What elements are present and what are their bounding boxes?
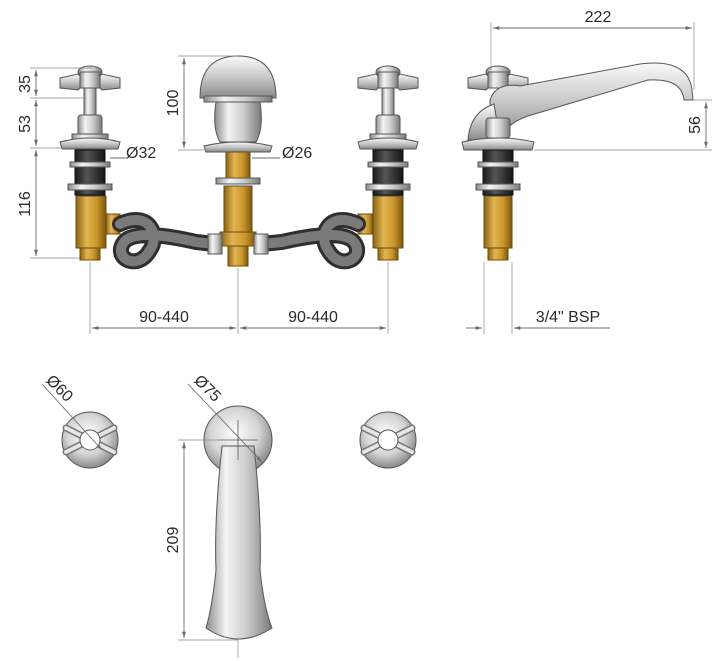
dimension-lines: [30, 22, 712, 658]
handle-diameter-label: Ø60: [42, 372, 75, 405]
shank-diameter-spout-label: Ø26: [282, 145, 312, 162]
spread-left-label: 90-440: [139, 309, 189, 326]
shank-diameter-left-label: Ø32: [126, 145, 156, 162]
shank-length-label: 116: [17, 191, 34, 217]
thread-label: 3/4" BSP: [536, 309, 600, 326]
spout-front: [199, 55, 277, 267]
flexible-hoses: [112, 212, 366, 270]
spread-right-label: 90-440: [288, 309, 338, 326]
spout-plan: [203, 405, 273, 640]
right-valve-front: [357, 65, 419, 261]
left-valve-front: [59, 65, 121, 261]
spout-height-label: 100: [165, 90, 182, 117]
left-handle-plan: [61, 411, 119, 469]
outlet-height-label: 56: [687, 116, 704, 134]
spout-reach-label: 222: [585, 9, 612, 26]
right-handle-plan: [359, 411, 417, 469]
handle-height-label: 35: [17, 75, 34, 93]
body-height-label: 53: [17, 115, 34, 133]
spout-base-diameter-label: Ø75: [190, 372, 223, 405]
spout-plan-length-label: 209: [165, 527, 182, 554]
side-view: [461, 62, 694, 261]
